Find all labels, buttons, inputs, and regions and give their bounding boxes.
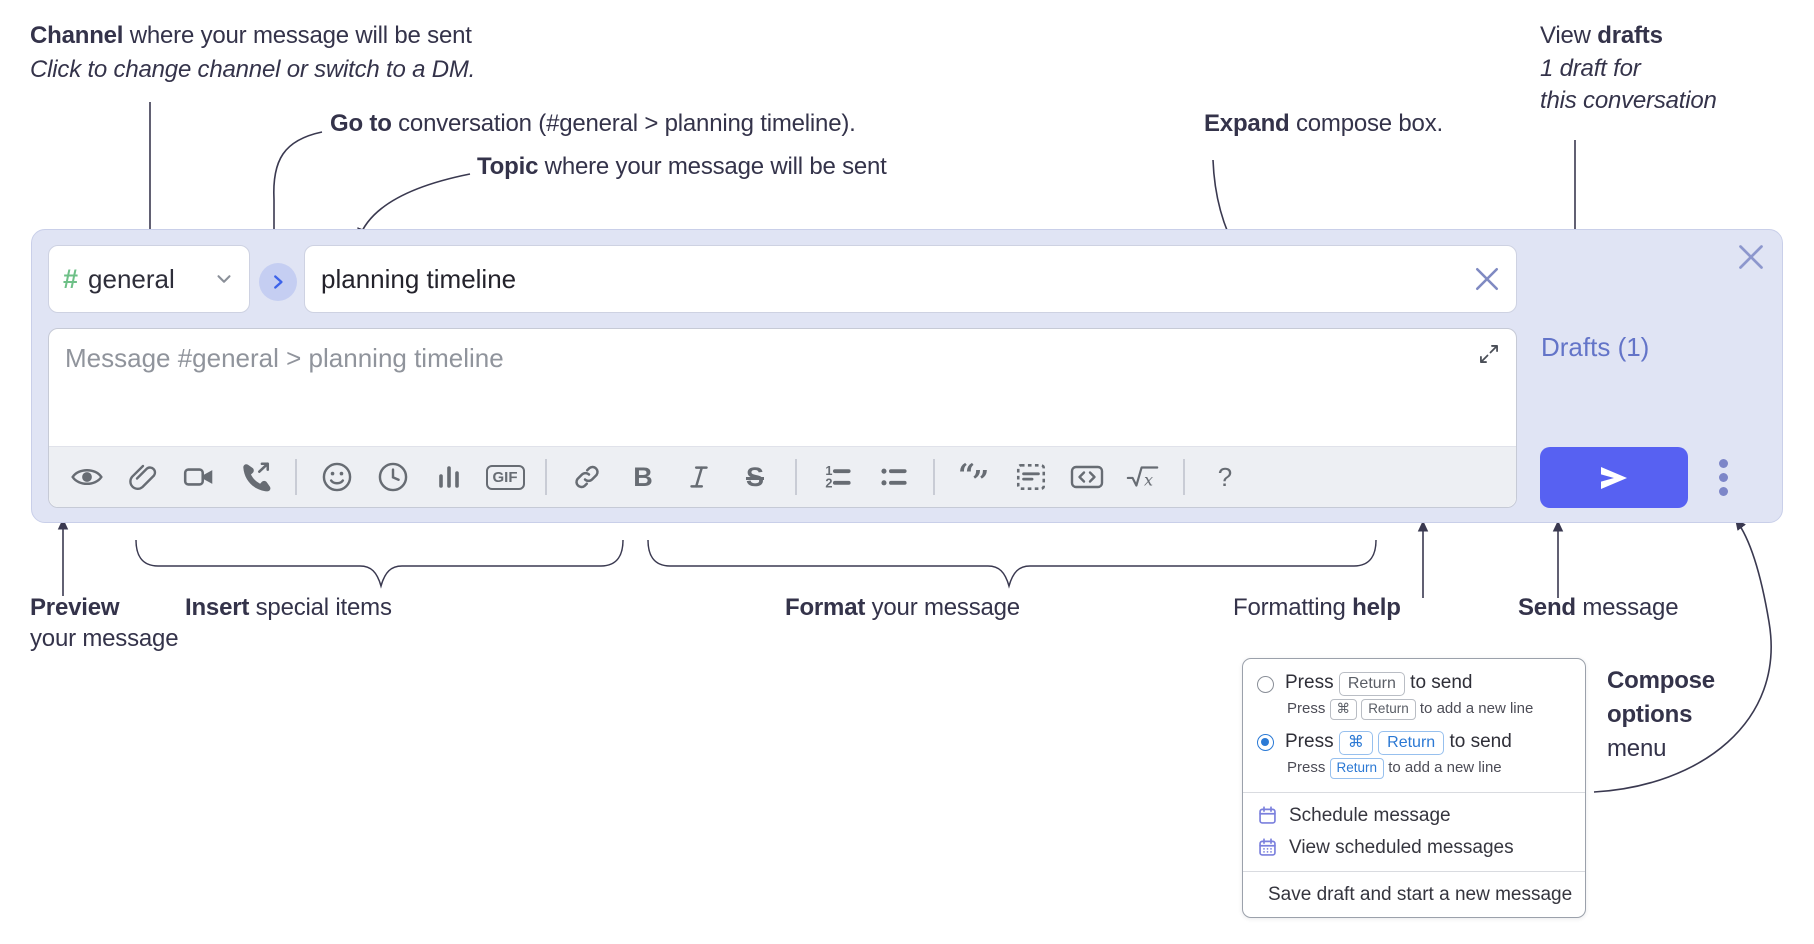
- callout-channel-sub: Click to change channel or switch to a D…: [30, 56, 476, 83]
- callout-goto: Go to conversation (#general > planning …: [330, 110, 856, 137]
- menu-divider: [1243, 791, 1585, 793]
- menu-item-view-scheduled[interactable]: View scheduled messages: [1243, 832, 1585, 864]
- clear-topic-icon[interactable]: [1474, 266, 1500, 292]
- key-return: Return: [1338, 672, 1405, 696]
- send-button[interactable]: [1540, 447, 1688, 508]
- option-cmd-return-to-send[interactable]: Press ⌘ Return to send: [1243, 726, 1585, 755]
- italic-icon[interactable]: [681, 457, 717, 497]
- toolbar-divider: [545, 459, 547, 495]
- preview-icon[interactable]: [69, 457, 105, 497]
- svg-text:”: ”: [972, 465, 989, 494]
- spoiler-icon[interactable]: [1013, 457, 1049, 497]
- option-label: Press Return to send: [1285, 672, 1473, 696]
- svg-text:1: 1: [825, 463, 832, 478]
- svg-text:“: “: [958, 460, 975, 493]
- math-icon[interactable]: x: [1125, 457, 1161, 497]
- channel-selector[interactable]: # general: [48, 245, 250, 313]
- expand-compose-icon[interactable]: [1478, 343, 1500, 365]
- key-return: Return: [1361, 699, 1416, 720]
- code-icon[interactable]: [1069, 457, 1105, 497]
- video-call-icon[interactable]: [181, 457, 217, 497]
- formatting-help-icon[interactable]: ?: [1217, 461, 1233, 492]
- callout-drafts-line2: 1 draft for: [1540, 55, 1641, 82]
- callout-formatting-help: Formatting help: [1233, 594, 1401, 621]
- key-return: Return: [1329, 757, 1385, 779]
- go-to-conversation-button[interactable]: [259, 263, 297, 301]
- attach-file-icon[interactable]: [125, 457, 161, 497]
- calendar-icon: [1259, 806, 1276, 825]
- callout-topic: Topic where your message will be sent: [477, 153, 887, 180]
- option-return-sublabel: Press ⌘ Return to add a new line: [1243, 696, 1585, 726]
- toolbar-divider: [795, 459, 797, 495]
- close-compose-icon[interactable]: [1737, 243, 1765, 271]
- poll-icon[interactable]: [431, 457, 467, 497]
- svg-text:x: x: [1144, 471, 1153, 490]
- callout-send: Send message: [1518, 594, 1679, 621]
- callout-channel: Channel where your message will be sent: [30, 22, 472, 49]
- drafts-link[interactable]: Drafts (1): [1541, 332, 1650, 362]
- topic-input[interactable]: [305, 263, 1474, 295]
- callout-insert: Insert special items: [185, 594, 392, 621]
- message-input[interactable]: [49, 329, 1516, 447]
- topic-input-wrap: [304, 245, 1517, 313]
- toolbar-divider: [295, 459, 297, 495]
- menu-item-schedule-message[interactable]: Schedule message: [1243, 800, 1585, 832]
- strikethrough-icon[interactable]: S: [745, 461, 764, 492]
- gif-icon[interactable]: GIF: [485, 457, 525, 497]
- key-cmd: ⌘: [1338, 730, 1373, 755]
- radio-selected-icon[interactable]: [1257, 734, 1274, 752]
- menu-item-save-draft[interactable]: Save draft and start a new message: [1243, 879, 1585, 911]
- chevron-right-icon: [274, 275, 283, 289]
- toolbar-divider: [933, 459, 935, 495]
- svg-text:2: 2: [825, 476, 832, 491]
- bulleted-list-icon[interactable]: [875, 457, 911, 497]
- send-icon: [1601, 466, 1627, 489]
- schedule-time-icon[interactable]: [375, 457, 411, 497]
- bold-icon[interactable]: B: [633, 461, 653, 492]
- message-box: GIF B S 12 “”: [48, 328, 1517, 508]
- menu-divider: [1243, 870, 1585, 872]
- option-return-to-send[interactable]: Press Return to send: [1243, 667, 1585, 696]
- chevron-down-icon: [213, 268, 235, 290]
- callout-format: Format your message: [785, 594, 1020, 621]
- compose-options-menu: Press Return to send Press ⌘ Return to a…: [1242, 658, 1586, 918]
- calendar-grid-icon: [1259, 838, 1276, 857]
- radio-unselected-icon[interactable]: [1257, 675, 1274, 693]
- link-icon[interactable]: [569, 457, 605, 497]
- voice-call-icon[interactable]: [237, 457, 273, 497]
- channel-hash-icon: #: [63, 263, 79, 294]
- compose-options-button[interactable]: [1712, 455, 1734, 500]
- key-cmd: ⌘: [1329, 699, 1358, 720]
- emoji-icon[interactable]: [319, 457, 355, 497]
- toolbar-divider: [1183, 459, 1185, 495]
- option-label: Press ⌘ Return to send: [1285, 730, 1512, 755]
- key-return: Return: [1378, 730, 1445, 755]
- channel-name: general: [88, 263, 175, 294]
- option-cmd-return-sublabel: Press Return to add a new line: [1243, 755, 1585, 785]
- quote-icon[interactable]: “”: [957, 457, 993, 497]
- callout-expand: Expand compose box.: [1204, 110, 1443, 137]
- callout-drafts-line3: this conversation: [1540, 87, 1717, 114]
- callout-view-drafts: View drafts: [1540, 22, 1663, 49]
